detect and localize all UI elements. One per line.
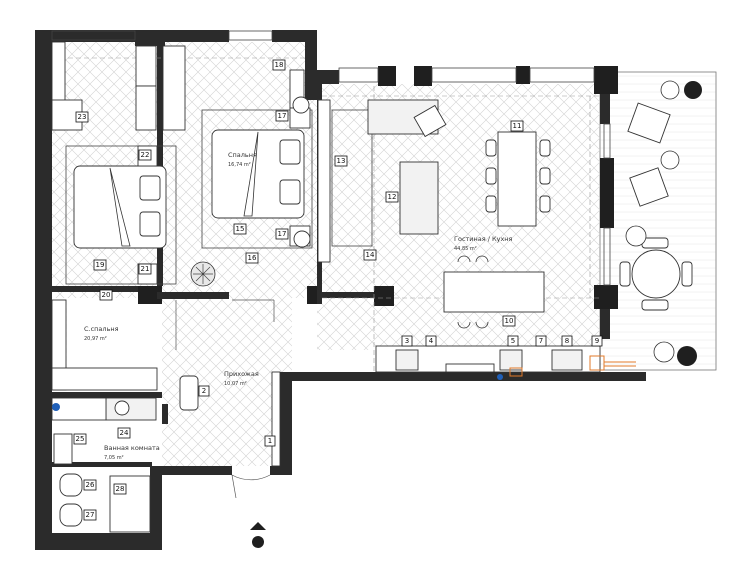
room-label-living: Гостиная / Кухня [454,235,513,243]
room-area-bath: 7,05 m² [104,455,124,461]
svg-text:10: 10 [505,317,514,325]
svg-text:8: 8 [565,337,569,345]
svg-text:11: 11 [513,122,522,130]
tag-13: 13 [334,155,348,167]
tag-16: 16 [245,252,259,264]
tag-1: 1 [264,435,276,447]
entrance-arrow [250,522,266,530]
svg-text:15: 15 [236,225,245,233]
svg-text:14: 14 [366,251,375,259]
tag-7: 7 [535,335,547,347]
svg-text:7: 7 [539,337,543,345]
tag-23: 23 [75,111,89,123]
tag-22: 22 [138,149,152,161]
svg-text:25: 25 [76,435,85,443]
room-label-master: С.спальня [84,325,119,333]
svg-text:22: 22 [141,151,150,159]
svg-text:18: 18 [275,61,284,69]
tag-27: 27 [83,509,97,521]
room-area-master: 20,97 m² [84,336,107,342]
tag-19: 19 [93,259,107,271]
room-area-living: 44,85 m² [454,246,477,252]
tag-11: 11 [510,120,524,132]
wardrobes [51,41,305,421]
svg-text:26: 26 [86,481,95,489]
svg-text:17: 17 [278,112,287,120]
tag-15: 15 [233,223,247,235]
svg-text:17: 17 [278,230,287,238]
room-label-hall: Прихожая [224,370,259,378]
room-area-bedroom: 16,74 m² [228,162,251,168]
svg-text:5: 5 [511,337,515,345]
tag-14: 14 [363,249,377,261]
svg-text:13: 13 [337,157,346,165]
svg-text:28: 28 [116,485,125,493]
svg-text:20: 20 [102,291,111,299]
room-label-bath: Ванная комната [104,444,160,452]
tag-28: 28 [113,483,127,495]
tag-24: 24 [117,427,131,439]
tag-26: 26 [83,479,97,491]
svg-text:9: 9 [595,337,599,345]
furniture-tags: 1 2 3 4 5 7 8 9 10 11 12 13 14 15 16 17 … [73,59,603,521]
hall-furniture [175,299,281,499]
svg-text:4: 4 [429,337,434,345]
room-area-hall: 10,07 m² [224,381,247,387]
svg-text:16: 16 [248,254,257,262]
tag-2: 2 [198,385,210,397]
svg-text:24: 24 [120,429,129,437]
tag-3: 3 [401,335,413,347]
tag-20: 20 [99,289,113,301]
svg-text:19: 19 [96,261,105,269]
terrace-furniture [619,80,702,366]
tag-5: 5 [507,335,519,347]
entrance-dot [252,536,264,548]
tag-10: 10 [502,315,516,327]
bath-fixtures [51,397,151,533]
tag-17b: 17 [275,228,289,240]
tag-25: 25 [73,433,87,445]
tag-4: 4 [425,335,437,347]
svg-text:23: 23 [78,113,87,121]
svg-text:12: 12 [388,193,397,201]
svg-text:2: 2 [202,387,206,395]
svg-text:21: 21 [141,265,150,273]
svg-text:3: 3 [405,337,409,345]
dining-chairs [485,139,551,213]
master-bed [65,145,177,285]
room-label-bedroom: Спальня [228,151,257,159]
walls [35,30,646,550]
bedroom-bed [190,96,313,287]
svg-text:27: 27 [86,511,95,519]
tag-21: 21 [138,263,152,275]
tag-12: 12 [385,191,399,203]
windows [51,30,611,286]
tag-18: 18 [272,59,286,71]
tag-9: 9 [591,335,603,347]
tag-17a: 17 [275,110,289,122]
tag-8: 8 [561,335,573,347]
living-furniture [317,99,636,380]
svg-text:1: 1 [268,437,272,445]
